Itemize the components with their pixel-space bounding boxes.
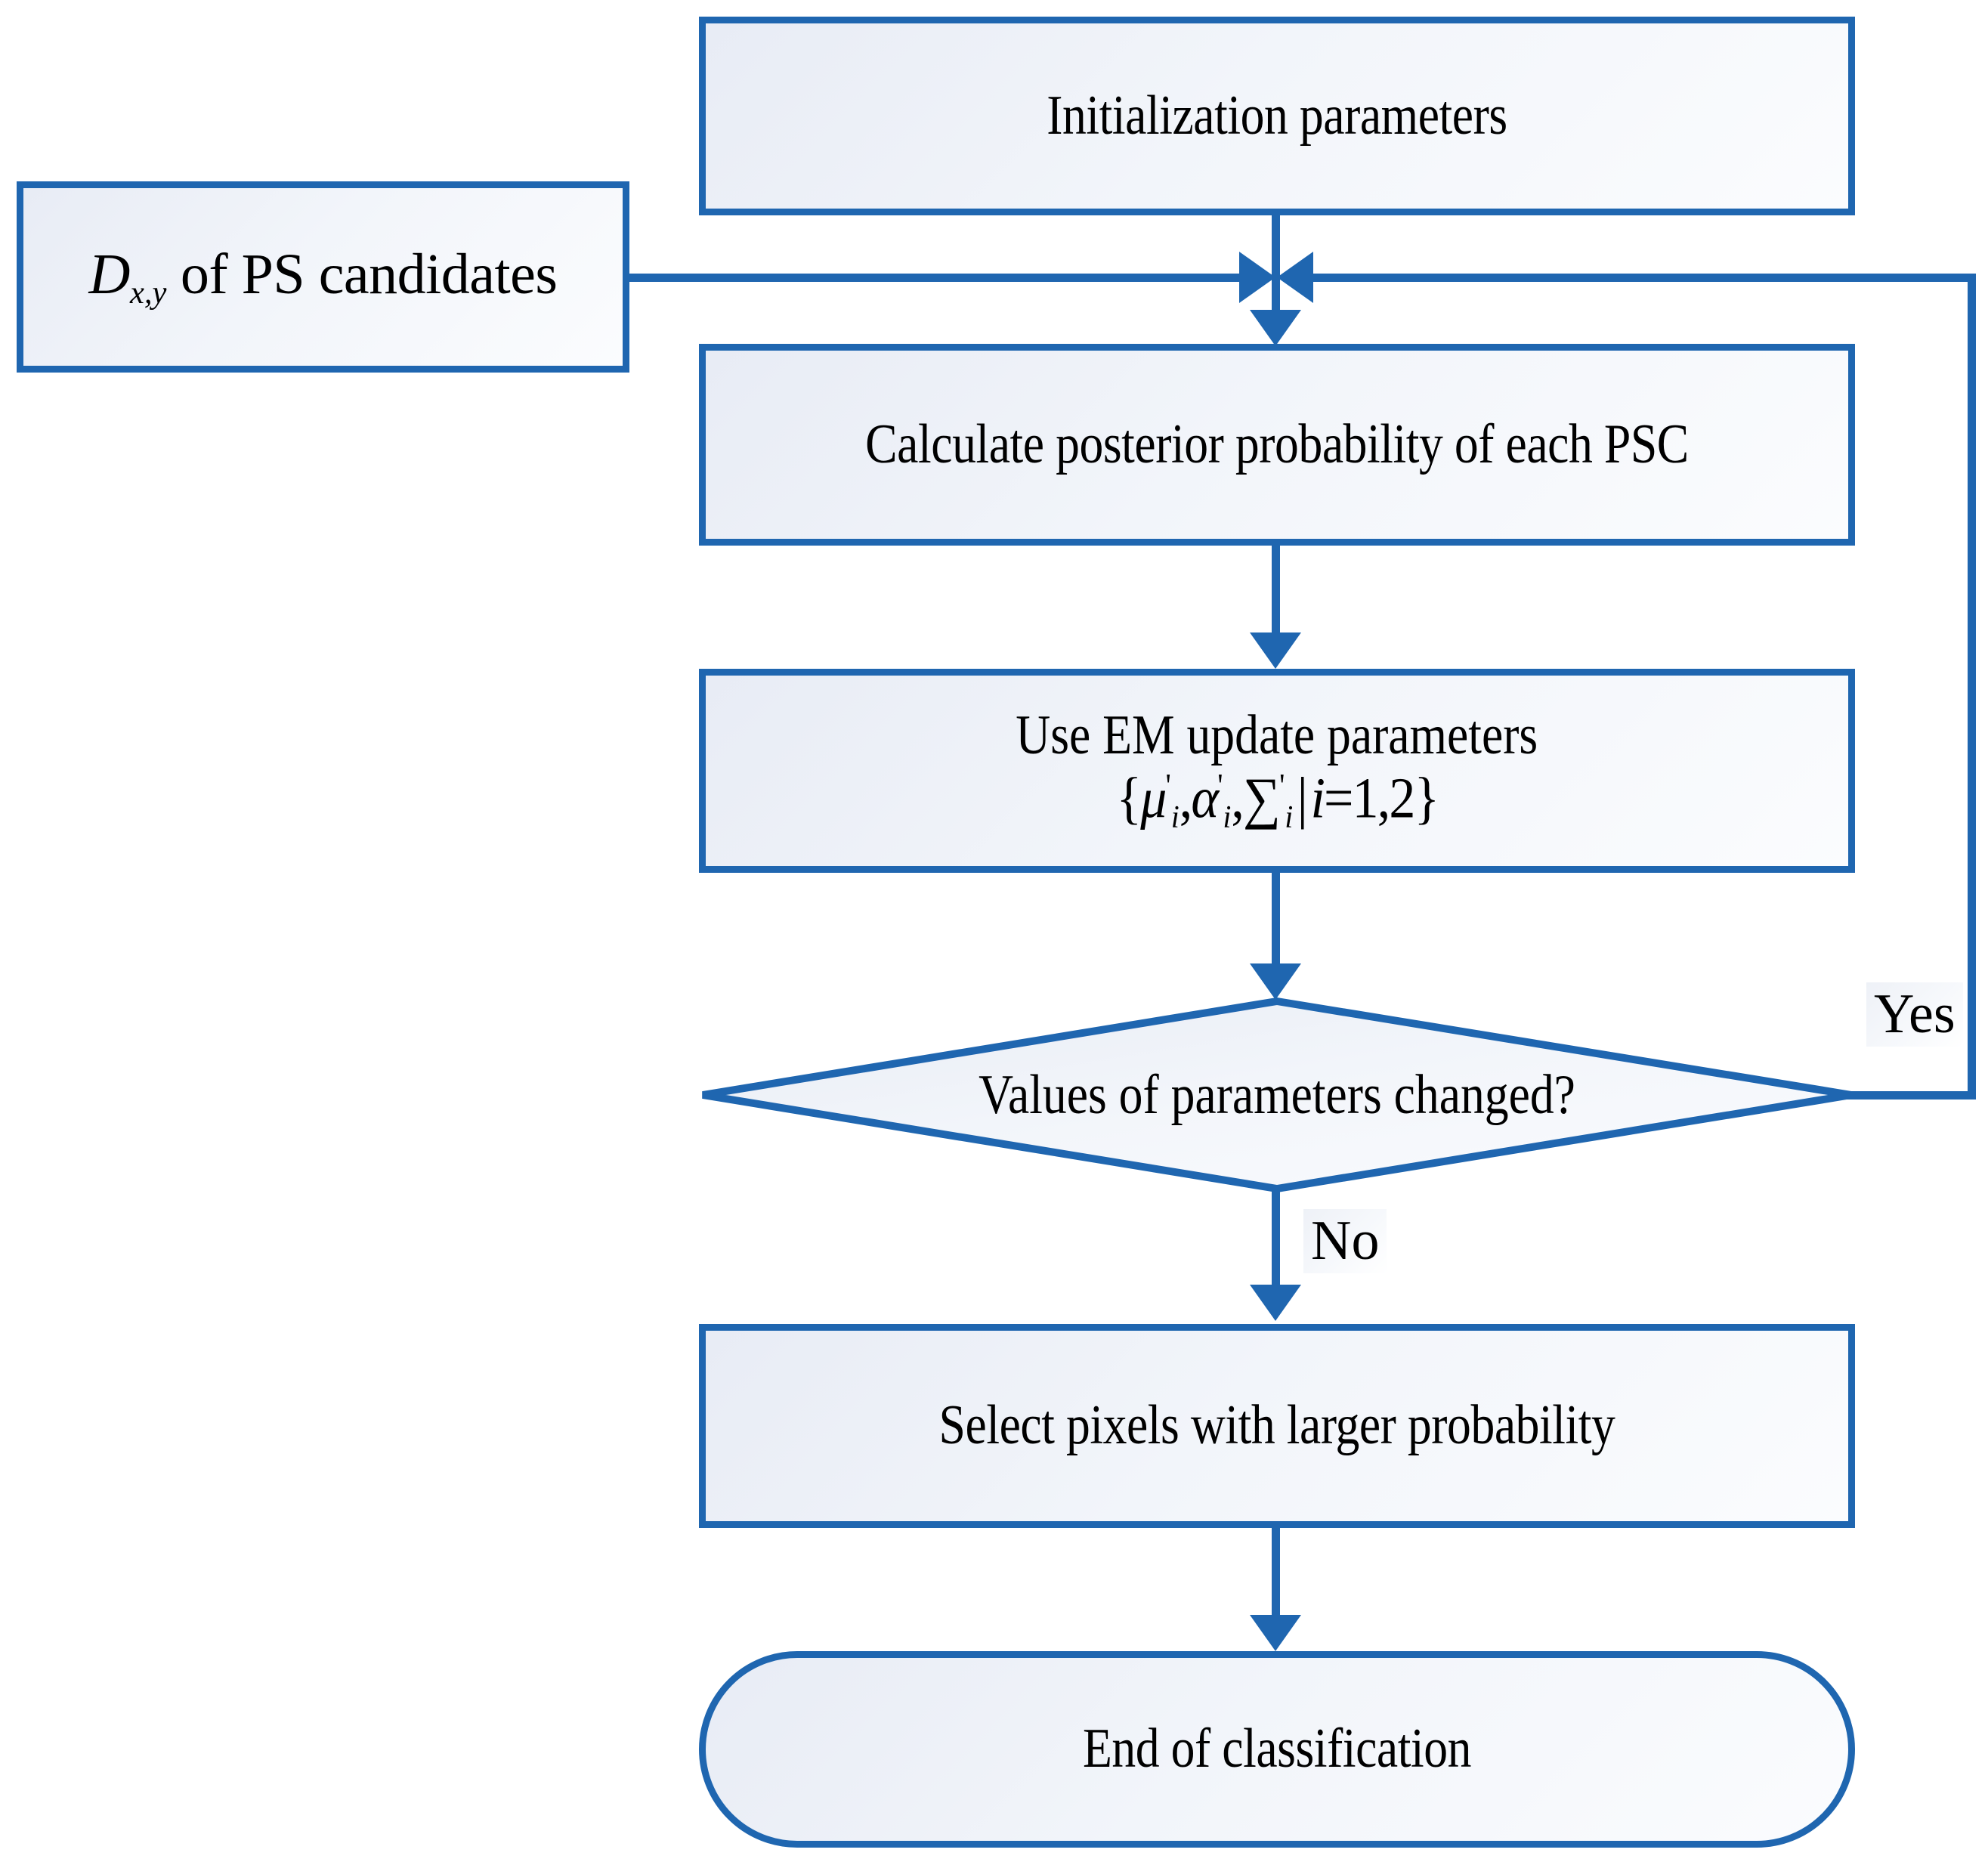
node-values-changed-decision[interactable]: Values of parameters changed? — [699, 997, 1855, 1192]
node-use-em-update-parameters-label: Use EM update parameters — [1016, 704, 1538, 767]
formula-condition-rest: =1,2 — [1323, 766, 1415, 830]
connector-data-to-junction — [629, 274, 1245, 282]
connector-posterior-to-em — [1272, 546, 1280, 635]
node-initialization-parameters[interactable]: Initialization parameters — [699, 17, 1855, 215]
formula-subscript-alpha: i — [1223, 799, 1232, 835]
math-symbol-D: D — [88, 243, 131, 307]
node-select-pixels-larger-probability-label: Select pixels with larger probability — [938, 1394, 1615, 1457]
connector-decision-yes-vertical — [1968, 274, 1976, 1096]
arrowhead-junction-to-posterior — [1250, 310, 1301, 346]
node-use-em-update-parameters-content: Use EM update parameters {μ'i,α'i,∑'i|i=… — [706, 707, 1848, 834]
node-initialization-parameters-label: Initialization parameters — [1047, 84, 1507, 147]
node-use-em-update-parameters[interactable]: Use EM update parameters {μ'i,α'i,∑'i|i=… — [699, 669, 1855, 873]
node-end-of-classification[interactable]: End of classification — [699, 1651, 1855, 1848]
node-calculate-posterior-probability-label: Calculate posterior probability of each … — [865, 413, 1689, 475]
connector-decision-yes-horizontal — [1844, 1091, 1976, 1100]
formula-condition-var: i — [1310, 766, 1325, 830]
formula-divider: | — [1297, 766, 1307, 830]
formula-comma-2: , — [1231, 766, 1244, 830]
formula-subscript-sigma: i — [1284, 799, 1293, 835]
arrowhead-feedback-to-junction — [1277, 252, 1313, 303]
edge-label-yes: Yes — [1866, 982, 1963, 1047]
math-subscript-xy: x,y — [129, 274, 167, 311]
formula-subscript-mu: i — [1170, 799, 1180, 835]
connector-select-to-end — [1272, 1528, 1280, 1617]
formula-symbol-alpha: α — [1190, 766, 1219, 830]
connector-init-to-junction — [1272, 215, 1280, 280]
arrowhead-data-to-junction — [1239, 252, 1275, 303]
formula-comma-1: , — [1179, 766, 1192, 830]
node-calculate-posterior-probability[interactable]: Calculate posterior probability of each … — [699, 344, 1855, 546]
connector-feedback-to-junction — [1307, 274, 1972, 282]
formula-symbol-mu: μ — [1139, 766, 1167, 830]
em-parameters-formula: {μ'i,α'i,∑'i|i=1,2} — [1116, 766, 1439, 835]
formula-prime-sigma: ' — [1278, 767, 1285, 805]
connector-em-to-decision — [1272, 873, 1280, 970]
node-ps-candidates-data-rest: of PS candidates — [166, 243, 558, 307]
edge-label-no: No — [1303, 1209, 1387, 1274]
arrowhead-decision-no-to-select — [1250, 1285, 1301, 1321]
connector-junction-to-posterior — [1272, 274, 1280, 315]
node-select-pixels-larger-probability[interactable]: Select pixels with larger probability — [699, 1324, 1855, 1528]
formula-symbol-sigma: ∑ — [1242, 766, 1281, 830]
arrowhead-posterior-to-em — [1250, 632, 1301, 669]
node-end-of-classification-label: End of classification — [1082, 1718, 1472, 1780]
formula-prime-mu: ' — [1165, 767, 1171, 805]
arrowhead-select-to-end — [1250, 1615, 1301, 1651]
formula-prime-alpha: ' — [1217, 767, 1223, 805]
formula-open-brace: { — [1116, 766, 1142, 830]
node-ps-candidates-data-label: Dx,y of PS candidates — [23, 243, 623, 311]
node-values-changed-decision-label: Values of parameters changed? — [979, 1063, 1575, 1126]
formula-close-brace: } — [1414, 766, 1439, 830]
connector-decision-no-to-select — [1272, 1186, 1280, 1285]
arrowhead-em-to-decision — [1250, 963, 1301, 1000]
node-ps-candidates-data[interactable]: Dx,y of PS candidates — [17, 181, 629, 373]
